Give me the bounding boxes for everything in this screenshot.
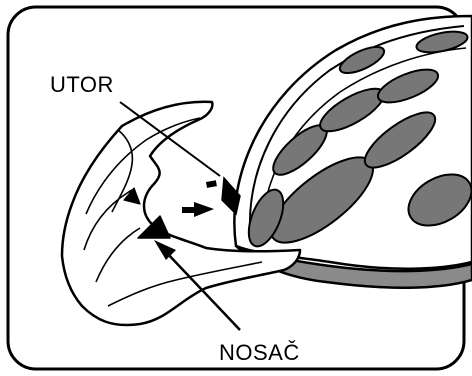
slot-label: UTOR	[48, 72, 116, 98]
holder-label: NOSAČ	[217, 340, 302, 366]
